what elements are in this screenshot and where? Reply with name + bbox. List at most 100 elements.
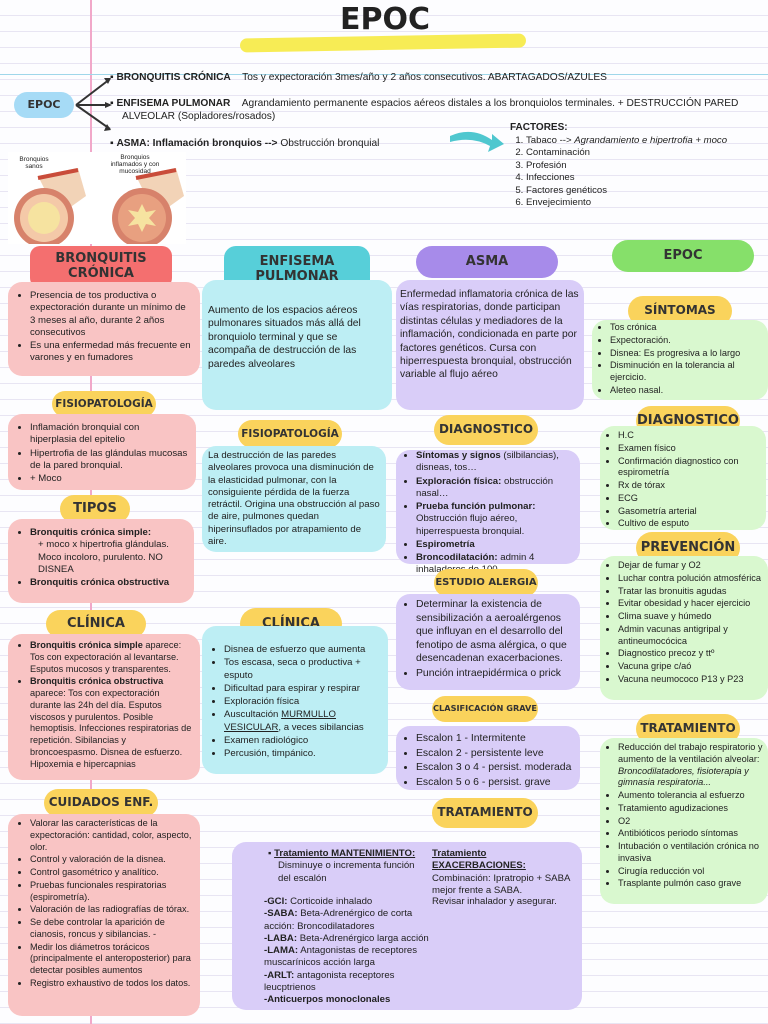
list-item: Escalon 1 - Intermitente — [416, 732, 574, 746]
list-item: Se debe controlar la aparición de cianos… — [30, 917, 192, 941]
factores-title: FACTORES: — [510, 122, 568, 133]
grave-box: Escalon 1 - Intermitente Escalon 2 - per… — [396, 726, 580, 790]
list-item: Síntomas y signos (silbilancias), disnea… — [416, 450, 574, 475]
list-item: -ARLT: antagonista receptores leucptrien… — [264, 969, 395, 993]
factor-item: Envejecimiento — [526, 197, 727, 209]
list-item: Auscultación MURMULLO VESICULAR, a veces… — [224, 709, 380, 734]
list-item: Intubación o ventilación crónica no inva… — [618, 841, 764, 865]
alergia-box: Determinar la existencia de sensibilizac… — [396, 594, 580, 690]
factor-item: Tabaco --> Agrandamiento e hipertrofia +… — [526, 135, 727, 147]
list-item: Tos escasa, seca o productiva + esputo — [224, 657, 380, 682]
list-item: Inflamación bronquial con hiperplasia de… — [30, 422, 188, 447]
asma-diag-heading: DIAGNOSTICO — [434, 415, 538, 445]
list-item: Trasplante pulmón caso grave — [618, 878, 764, 890]
list-item: Percusión, timpánico. — [224, 748, 380, 760]
list-item: Clima suave y húmedo — [618, 611, 764, 623]
asma-heading: ASMA — [416, 246, 558, 278]
enfisema-fisio-box: La destrucción de las paredes alveolares… — [202, 446, 386, 552]
factor-item: Factores genéticos — [526, 185, 727, 197]
header-top-line — [0, 74, 768, 75]
list-item: Tratar las bronuitis agudas — [618, 586, 764, 598]
enfisema-clinica-box: Disnea de esfuerzo que aumenta Tos escas… — [202, 626, 388, 774]
list-item: Prueba función pulmonar: Obstrucción flu… — [416, 501, 574, 538]
list-item: Hipertrofia de las glándulas mucosas de … — [30, 448, 188, 473]
list-item: Escalon 5 o 6 - persist. grave — [416, 776, 574, 790]
epoc-heading: EPOC — [612, 240, 754, 272]
list-item: Espirometría — [416, 539, 574, 551]
list-item: ECG — [618, 493, 762, 505]
inflamed-bronchi-icon — [112, 168, 184, 244]
list-item: Disnea: Es progresiva a lo largo — [610, 348, 764, 360]
list-item: Pruebas funcionales respiratorias (espir… — [30, 880, 192, 904]
bronquitis-fisio-heading: FISIOPATOLOGÍA — [52, 391, 156, 417]
list-item: Confirmación diagnostico con espirometrí… — [618, 456, 762, 480]
list-item: Tratamiento agudizaciones — [618, 803, 764, 815]
list-item: Aumento tolerancia al esfuerzo — [618, 790, 764, 802]
epoc-root-badge: EPOC — [14, 92, 74, 118]
list-item: Expectoración. — [610, 335, 764, 347]
list-item: Medir los diámetros torácicos (principal… — [30, 942, 192, 977]
header-item-enfisema: ▪ ENFISEMA PULMONAR Agrandamiento perman… — [110, 98, 739, 123]
list-item: Examen físico — [618, 443, 762, 455]
list-item: Bronquitis crónica simple:+ moco x hiper… — [30, 527, 186, 576]
tipos-box: Bronquitis crónica simple:+ moco x hiper… — [8, 519, 194, 603]
list-item: Punción intraepidérmica o prick — [416, 667, 574, 681]
enfisema-definition: Aumento de los espacios aéreos pulmonare… — [202, 280, 392, 410]
list-item: -Anticuerpos monoclonales — [264, 994, 391, 1006]
list-item: -GCI: Corticoide inhalado — [264, 896, 373, 907]
epoc-trat-box: Reducción del trabajo respiratorio y aum… — [600, 738, 768, 904]
list-item: Antibióticos periodo síntomas — [618, 828, 764, 840]
factor-detail: Agrandamiento e hipertrofia + moco — [574, 135, 728, 146]
asma-trat-box: ▪ Tratamiento MANTENIMIENTO: Disminuye o… — [232, 842, 582, 1010]
list-item: Determinar la existencia de sensibilizac… — [416, 598, 574, 666]
list-item: Gasometría arterial — [618, 506, 762, 518]
list-item: -LAMA: Antagonistas de receptores muscar… — [264, 945, 418, 969]
list-item: Examen radiológico — [224, 735, 380, 747]
asma-diag-box: Síntomas y signos (silbilancias), disnea… — [396, 450, 580, 575]
list-item: Escalon 3 o 4 - persist. moderada — [416, 761, 574, 775]
header-item-asma: ▪ ASMA: Inflamación bronquios --> Obstru… — [110, 138, 380, 149]
list-item: -SABA: Beta-Adrenérgico de corta acción:… — [264, 908, 413, 932]
sintomas-box: Tos crónica Expectoración. Disnea: Es pr… — [592, 320, 768, 400]
bronquitis-clinica-heading: CLÍNICA — [46, 610, 146, 638]
list-item: Disnea de esfuerzo que aumenta — [224, 644, 380, 656]
list-item: Dificultad para espirar y respirar — [224, 683, 380, 695]
enfisema-fisio-heading: FISIOPATOLOGÍA — [238, 420, 342, 448]
list-item: O2 — [618, 816, 764, 828]
list-item: Admin vacunas antigripal y antineumocóci… — [618, 624, 764, 648]
factor-item: Infecciones — [526, 172, 727, 184]
list-item: Disminución en la tolerancia al ejercici… — [610, 360, 764, 384]
trat-exacerbaciones: Tratamiento EXACERBACIONES: Combinación:… — [432, 848, 570, 896]
trat-revisar: Revisar inhalador y asegurar. — [432, 896, 557, 907]
epoc-diag-box: H.C Examen físico Confirmación diagnosti… — [600, 426, 766, 530]
trat-drug-list: -GCI: Corticoide inhalado -SABA: Beta-Ad… — [264, 896, 434, 1006]
list-item: Escalon 2 - persistente leve — [416, 747, 574, 761]
list-item: Valorar las características de la expect… — [30, 818, 192, 853]
grave-heading: CLASIFICACIÓN GRAVE — [432, 696, 538, 722]
list-item: Aleteo nasal. — [610, 385, 764, 397]
list-item: Reducción del trabajo respiratorio y aum… — [618, 742, 764, 789]
list-item: Vacuna gripe c/aó — [618, 661, 764, 673]
header-item-bronquitis: ▪ BRONQUITIS CRÓNICA Tos y expectoración… — [110, 72, 607, 83]
list-item: Rx de tórax — [618, 480, 762, 492]
list-item: Evitar obesidad y hacer ejercicio — [618, 598, 764, 610]
page-title: EPOC — [340, 2, 430, 37]
list-item: Diagnostico precoz y ttº — [618, 648, 764, 660]
list-item: Bronquitis crónica obstructiva aparece: … — [30, 676, 192, 770]
healthy-bronchi-label: Bronquios sanos — [19, 156, 49, 171]
prevencion-box: Dejar de fumar y O2 Luchar contra poluci… — [600, 556, 768, 700]
asma-definition: Enfermedad inflamatoria crónica de las v… — [396, 280, 584, 410]
bronquitis-clinica-box: Bronquitis crónica simple aparece: Tos c… — [8, 634, 200, 780]
cuidados-heading: CUIDADOS ENF. — [44, 789, 158, 817]
list-item: + Moco — [30, 473, 188, 485]
bronchi-illustration: Bronquios sanos Bronquios inflamados y c… — [8, 152, 186, 244]
factores-list: Tabaco --> Agrandamiento e hipertrofia +… — [526, 135, 727, 210]
alergia-heading: ESTUDIO ALERGIA — [434, 569, 538, 597]
list-item: Exploración física: obstrucción nasal… — [416, 476, 574, 501]
healthy-bronchi-icon — [14, 168, 86, 244]
list-item: Presencia de tos productiva o expectorac… — [30, 290, 192, 339]
list-item: Control gasométrico y analítico. — [30, 867, 192, 879]
trat-mantenimiento: ▪ Tratamiento MANTENIMIENTO: Disminuye o… — [268, 848, 416, 884]
list-item: Luchar contra polución atmosférica — [618, 573, 764, 585]
list-item: Dejar de fumar y O2 — [618, 560, 764, 572]
